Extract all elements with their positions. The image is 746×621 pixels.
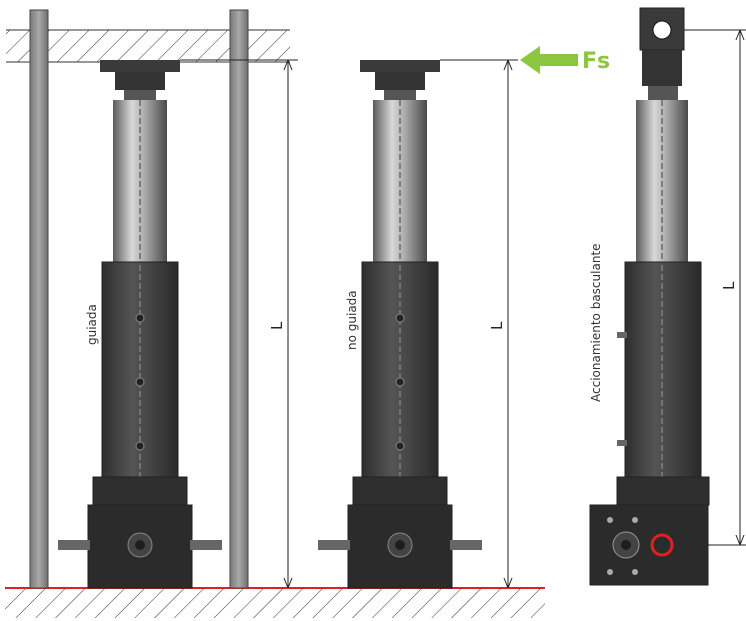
dimension-line-3 — [684, 29, 746, 546]
guided-label: guiada — [85, 304, 99, 345]
actuator-not-guided — [318, 60, 482, 589]
dimension-label-2: L — [488, 321, 506, 330]
guide-post-left — [29, 9, 49, 589]
actuator-guided — [58, 60, 222, 589]
force-label: Fs — [582, 49, 610, 74]
ground-hatch — [5, 588, 545, 618]
force-arrow — [520, 46, 578, 74]
dimension-label-3: L — [720, 281, 738, 290]
dimension-line-1 — [180, 59, 298, 589]
swivel-label: Accionamiento basculante — [589, 243, 603, 402]
guide-post-right — [229, 9, 249, 589]
swivel-point-marker — [650, 533, 674, 557]
dimension-label-1: L — [268, 321, 286, 330]
dimension-line-2 — [440, 59, 518, 589]
not-guided-label: no guiada — [345, 290, 359, 350]
actuator-swivel — [589, 7, 710, 586]
